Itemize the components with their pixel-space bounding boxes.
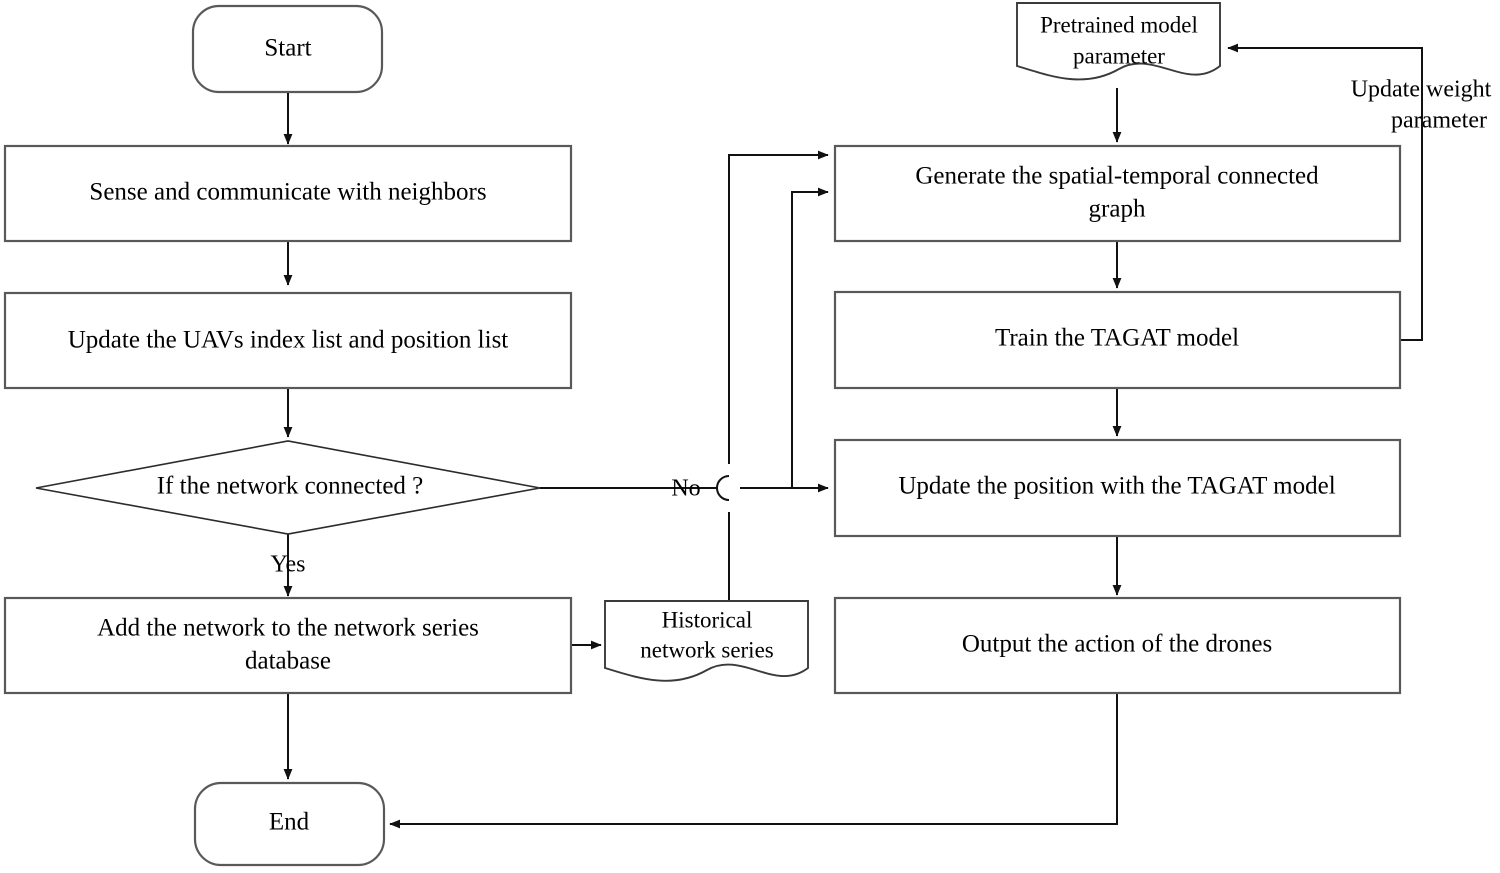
node-start[interactable]: Start (191, 4, 384, 94)
generate-graph-label-line1: Generate the spatial-temporal connected (915, 163, 1319, 190)
node-update-uav-list[interactable]: Update the UAVs index list and position … (3, 291, 573, 390)
edge-label-update-weight-line1: Update weight (1351, 77, 1492, 103)
edge-label-no: No (671, 476, 700, 502)
end-shape (193, 781, 386, 867)
node-sense-communicate[interactable]: Sense and communicate with neighbors (3, 144, 573, 243)
add-network-label-line2: database (245, 648, 331, 675)
update-position-label: Update the position with the TAGAT model (898, 473, 1335, 500)
edge-label-update-weight-line2: parameter (1391, 108, 1487, 134)
node-pretrained-model-parameter[interactable]: Pretrained model parameter (1016, 2, 1221, 81)
connector-output-to-end (389, 693, 1118, 829)
historical-label-line2: network series (640, 637, 774, 662)
pretrained-doc-shape (1016, 2, 1221, 81)
connector-line-hop-arc (716, 475, 730, 501)
connector-no-branch-to-generate-graph (791, 187, 829, 488)
update-position-shape (833, 438, 1402, 538)
node-add-network-to-database[interactable]: Add the network to the network series da… (3, 596, 573, 695)
add-network-label-line1: Add the network to the network series (97, 615, 479, 642)
train-model-label: Train the TAGAT model (995, 325, 1239, 352)
historical-doc-shape (604, 600, 809, 682)
start-shape (191, 4, 384, 94)
end-label: End (269, 809, 310, 836)
node-end[interactable]: End (193, 781, 386, 867)
sense-shape (3, 144, 573, 243)
node-update-position[interactable]: Update the position with the TAGAT model (833, 438, 1402, 538)
train-model-shape (833, 290, 1402, 390)
connector-train-to-pretrained-update-weight (1227, 43, 1423, 341)
node-output-action[interactable]: Output the action of the drones (833, 596, 1402, 695)
add-network-shape (3, 596, 573, 695)
generate-graph-shape (833, 144, 1402, 243)
edge-label-yes: Yes (271, 552, 306, 578)
generate-graph-label-line2: graph (1089, 196, 1146, 223)
update-list-shape (3, 291, 573, 390)
update-list-label: Update the UAVs index list and position … (68, 327, 509, 354)
output-action-label: Output the action of the drones (962, 631, 1272, 658)
decision-shape (35, 440, 541, 535)
pretrained-label-line1: Pretrained model (1040, 12, 1198, 37)
output-action-shape (833, 596, 1402, 695)
start-label: Start (264, 35, 311, 62)
pretrained-label-line2: parameter (1073, 43, 1165, 68)
node-decision-network-connected[interactable]: If the network connected ? (35, 440, 541, 535)
decision-label: If the network connected ? (157, 473, 424, 500)
sense-label: Sense and communicate with neighbors (89, 179, 486, 206)
connector-historical-to-generate-graph (728, 150, 829, 464)
node-generate-graph[interactable]: Generate the spatial-temporal connected … (833, 144, 1402, 243)
historical-label-line1: Historical (662, 607, 753, 632)
node-historical-network-series[interactable]: Historical network series (604, 600, 809, 682)
node-train-tagat-model[interactable]: Train the TAGAT model (833, 290, 1402, 390)
